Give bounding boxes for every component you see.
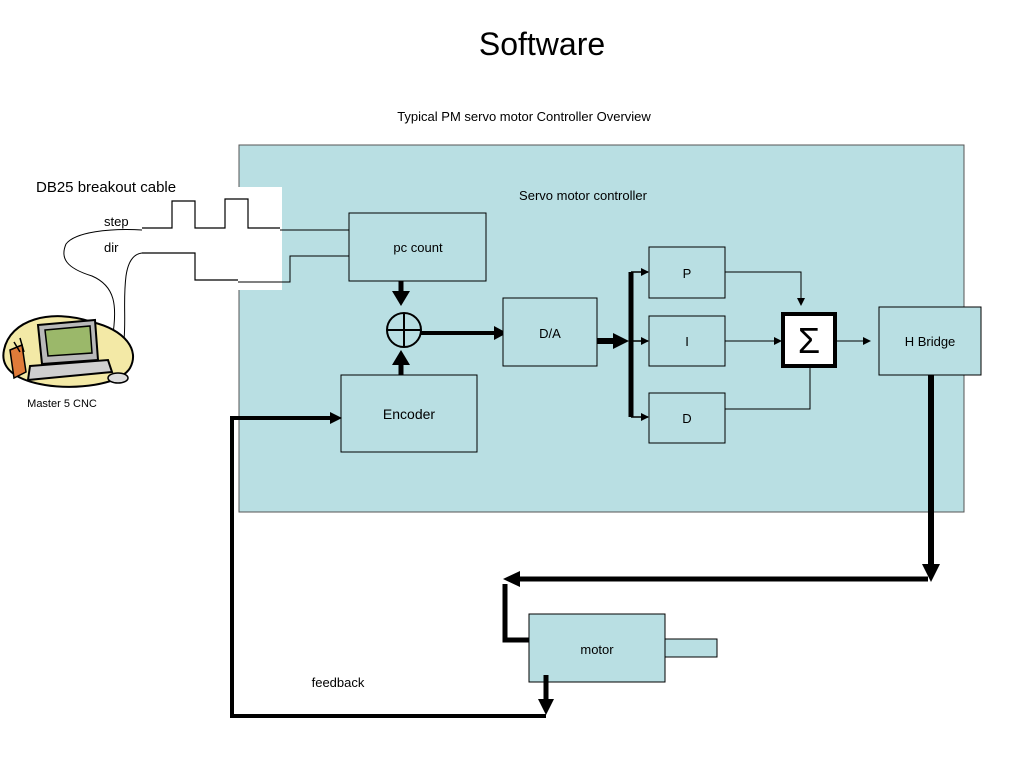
motor-feedback-arrowhead	[538, 699, 554, 715]
p-to-sigma-line	[725, 271, 805, 306]
dir-label: dir	[104, 240, 119, 255]
d-block	[648, 392, 726, 444]
i-block	[648, 315, 726, 367]
cable-wire	[123, 252, 143, 341]
encoder-label: Encoder	[383, 406, 435, 422]
slide-title: Software	[479, 26, 605, 62]
da-block	[502, 297, 598, 367]
step-waveform	[142, 198, 280, 229]
sigma-block	[781, 312, 837, 368]
step-label: step	[104, 214, 129, 229]
feedback-arrowhead	[330, 412, 342, 424]
h-bridge-block	[878, 306, 982, 376]
p-block	[648, 246, 726, 299]
signal-window	[140, 187, 282, 290]
motor-label: motor	[580, 642, 614, 657]
i-label: I	[685, 334, 689, 349]
sigma-symbol: Σ	[798, 320, 820, 361]
motor-block	[528, 613, 666, 683]
feedback-label: feedback	[312, 675, 365, 690]
da-to-bus-arrowhead	[613, 333, 629, 349]
da-label: D/A	[539, 326, 561, 341]
summing-junction	[386, 312, 422, 348]
motor-shaft	[664, 638, 718, 658]
controller-label: Servo motor controller	[519, 188, 648, 203]
p-label: P	[683, 266, 692, 281]
motor-drive-line	[502, 584, 530, 643]
pc-count-to-sum-arrowhead	[392, 291, 410, 306]
cable-wire	[63, 229, 143, 341]
d-label: D	[682, 411, 691, 426]
sum-to-da-arrowhead	[494, 326, 507, 340]
computer-label: Master 5 CNC	[27, 398, 97, 410]
slide-subtitle: Typical PM servo motor Controller Overvi…	[397, 109, 651, 124]
encoder-block	[340, 374, 478, 453]
encoder-to-sum-arrowhead	[392, 350, 410, 365]
dir-line	[238, 255, 349, 283]
pc-count-block	[348, 212, 487, 282]
d-to-sigma-line	[725, 368, 811, 410]
h-bridge-label: H Bridge	[905, 334, 956, 349]
feedback-line	[230, 416, 546, 718]
pc-count-label: pc count	[393, 240, 443, 255]
cable-label: DB25 breakout cable	[36, 179, 176, 196]
hbridge-output-arrowhead	[922, 564, 940, 582]
dir-waveform	[142, 252, 238, 281]
computer-clipart	[2, 315, 135, 388]
motor-drive-arrowhead	[503, 571, 520, 587]
